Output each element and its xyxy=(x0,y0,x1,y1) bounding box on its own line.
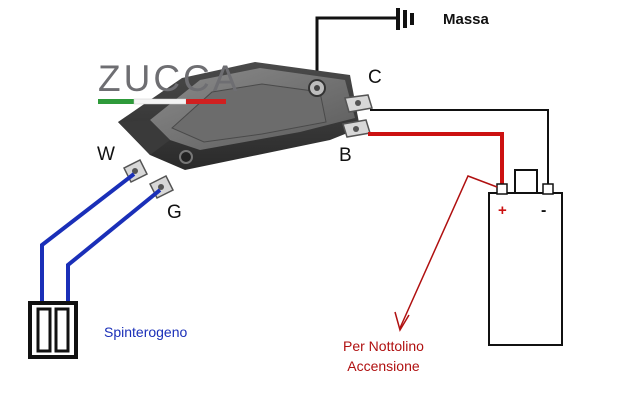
wire-g-to-distributor xyxy=(66,188,162,303)
wire-w-to-distributor xyxy=(40,172,136,303)
ignition-module xyxy=(118,62,360,170)
label-terminal-b: B xyxy=(339,145,352,166)
italian-flag-stripe-icon xyxy=(98,98,226,105)
label-terminal-w: W xyxy=(97,144,115,165)
label-coil-positive: + xyxy=(498,202,507,219)
label-spinterogeno: Spinterogeno xyxy=(104,324,188,340)
terminal-b-tab xyxy=(342,119,371,138)
coil-tower xyxy=(514,169,538,194)
label-terminal-c: C xyxy=(368,67,382,88)
label-massa: Massa xyxy=(443,11,489,28)
distributor-connector xyxy=(28,301,78,359)
terminal-c-tab xyxy=(344,94,373,113)
coil-positive-terminal xyxy=(496,183,508,195)
coil-negative-terminal xyxy=(542,183,554,195)
wire-c-to-coil-negative xyxy=(370,109,549,186)
label-coil-negative: - xyxy=(541,202,547,219)
module-screw-icon xyxy=(179,150,193,164)
ignition-coil xyxy=(488,169,563,346)
label-nottolino: Per Nottolino Accensione xyxy=(343,336,424,376)
label-nottolino-line2: Accensione xyxy=(347,358,420,374)
label-nottolino-line1: Per Nottolino xyxy=(343,338,424,354)
ground-symbol-icon xyxy=(396,8,414,30)
ground-wire xyxy=(315,16,400,84)
brand-logo-text: ZUCCA xyxy=(98,58,241,99)
wire-b-to-coil-positive xyxy=(368,132,504,186)
ignition-switch-arrow xyxy=(394,175,498,332)
label-terminal-g: G xyxy=(167,202,182,223)
module-top-panel xyxy=(171,83,327,143)
